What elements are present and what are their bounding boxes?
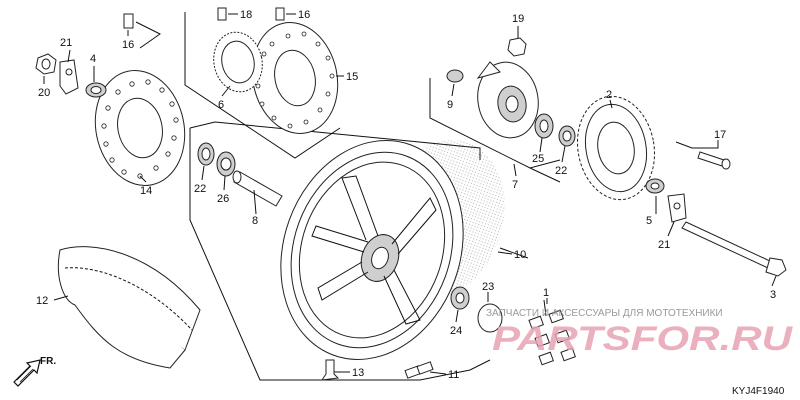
bolt-17 <box>697 151 731 170</box>
nut-20 <box>35 53 57 75</box>
bearing-22-left <box>197 142 215 166</box>
callout-12: 12 <box>36 295 48 307</box>
callout-25: 25 <box>532 153 544 165</box>
valve-13 <box>320 359 340 381</box>
balance-weight-11 <box>404 361 434 379</box>
leader-lines <box>43 13 777 375</box>
callout-5: 5 <box>646 215 652 227</box>
axle-3 <box>681 221 787 277</box>
sprocket-2 <box>577 95 655 201</box>
callout-13: 13 <box>352 367 364 379</box>
callout-8: 8 <box>252 215 258 227</box>
damper-set-1 <box>528 309 576 366</box>
callout-15: 15 <box>346 71 358 83</box>
nut-19 <box>507 37 527 57</box>
rear-wheel <box>280 140 505 360</box>
brake-disc-right <box>251 22 339 134</box>
collar-4 <box>85 82 107 98</box>
callout-16-left: 16 <box>122 39 134 51</box>
callout-1: 1 <box>543 287 549 299</box>
callout-17: 17 <box>714 129 726 141</box>
callout-24: 24 <box>450 325 462 337</box>
callout-19: 19 <box>512 13 524 25</box>
callout-21-right: 21 <box>658 239 670 251</box>
callout-3: 3 <box>770 289 776 301</box>
callout-18: 18 <box>240 9 252 21</box>
tire <box>57 246 201 369</box>
callout-22-right: 22 <box>555 165 567 177</box>
final-driven-flange <box>476 61 539 139</box>
bracket-21-right <box>667 193 687 223</box>
brake-disc-left <box>94 70 186 186</box>
bolt-18 <box>217 7 227 21</box>
callout-22-left: 22 <box>194 183 206 195</box>
spacer-8 <box>232 170 283 207</box>
watermark: ЗАПЧАСТИ И АКСЕССУАРЫ ДЛЯ МОТОТЕХНИКИ PA… <box>486 308 794 358</box>
pulser-ring <box>213 31 263 93</box>
bolt-16a <box>123 13 134 29</box>
callout-4: 4 <box>90 53 96 65</box>
callout-16-right: 16 <box>298 9 310 21</box>
front-arrow-label: FR. <box>40 356 56 367</box>
diagram-code: KYJ4F1940 <box>732 386 785 397</box>
callout-23: 23 <box>482 281 494 293</box>
callout-7: 7 <box>512 179 518 191</box>
bearing-24 <box>450 286 470 310</box>
bracket-21-left <box>59 59 79 95</box>
collar-5 <box>645 178 665 194</box>
front-direction-arrow: FR. <box>13 356 56 387</box>
callout-10: 10 <box>514 249 526 261</box>
o-ring-23 <box>477 303 503 333</box>
callout-6: 6 <box>218 99 224 111</box>
callout-9: 9 <box>447 99 453 111</box>
callout-14: 14 <box>140 185 152 197</box>
callout-21-left: 21 <box>60 37 72 49</box>
watermark-logo: PARTSFOR.RU <box>492 320 794 358</box>
collar-9 <box>446 69 464 83</box>
bearing-25 <box>534 113 554 139</box>
bolt-16b <box>275 7 285 21</box>
watermark-caption: ЗАПЧАСТИ И АКСЕССУАРЫ ДЛЯ МОТОТЕХНИКИ <box>486 308 723 319</box>
callout-2: 2 <box>606 89 612 101</box>
callout-20: 20 <box>38 87 50 99</box>
callout-numbers: 21 20 4 16 14 18 16 6 15 22 26 8 12 10 1… <box>36 9 776 381</box>
bearing-26 <box>216 151 236 177</box>
callout-26: 26 <box>217 193 229 205</box>
seal-22-right <box>558 125 576 147</box>
callout-11: 11 <box>448 369 459 381</box>
